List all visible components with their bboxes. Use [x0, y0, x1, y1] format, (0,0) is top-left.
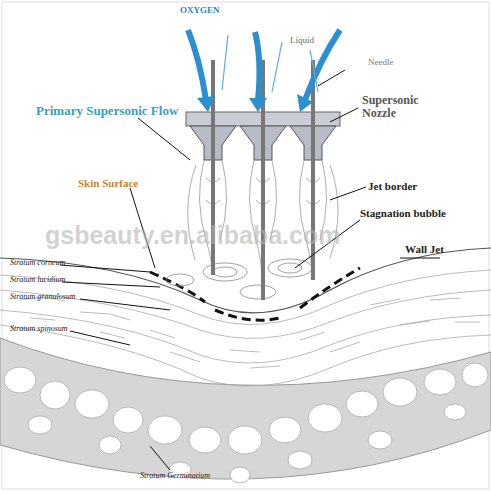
- skin-surface-label: Skin Surface: [78, 177, 138, 189]
- cells: [4, 363, 488, 483]
- germinative-band: [0, 338, 491, 479]
- layer-label: Stratum spinosum: [10, 325, 68, 334]
- liquid-label: Liquid: [290, 36, 314, 46]
- wall-jet-label: Wall Jet: [405, 243, 444, 255]
- skin-surface: [0, 248, 491, 313]
- watermark: gsbeauty.en.alibaba.com: [45, 222, 340, 250]
- layer-label: Stratum corneum: [10, 259, 65, 268]
- arrow-heads: [197, 94, 313, 112]
- layer-cells: [0, 270, 491, 386]
- layer-label: Stratum Germinatium: [140, 472, 210, 481]
- layer-label: Stratum lucidium: [10, 276, 65, 285]
- needle-label: Needle: [368, 58, 393, 68]
- needles: [213, 60, 313, 300]
- swirls: [166, 259, 312, 299]
- leader-lines: [60, 70, 440, 470]
- oxygen-arrows: [188, 30, 340, 100]
- stratum-corneum-line: [150, 268, 360, 320]
- nozzle-label: Supersonic Nozzle: [362, 94, 434, 120]
- layer-label: Stratum granulosum: [10, 293, 76, 302]
- oxygen-label: OXYGEN: [180, 6, 220, 16]
- flow-label: Primary Supersonic Flow: [36, 104, 178, 118]
- jet-border-label: Jet border: [368, 180, 417, 192]
- stagnation-label: Stagnation bubble: [360, 207, 446, 219]
- liquid-arrows: [222, 35, 318, 92]
